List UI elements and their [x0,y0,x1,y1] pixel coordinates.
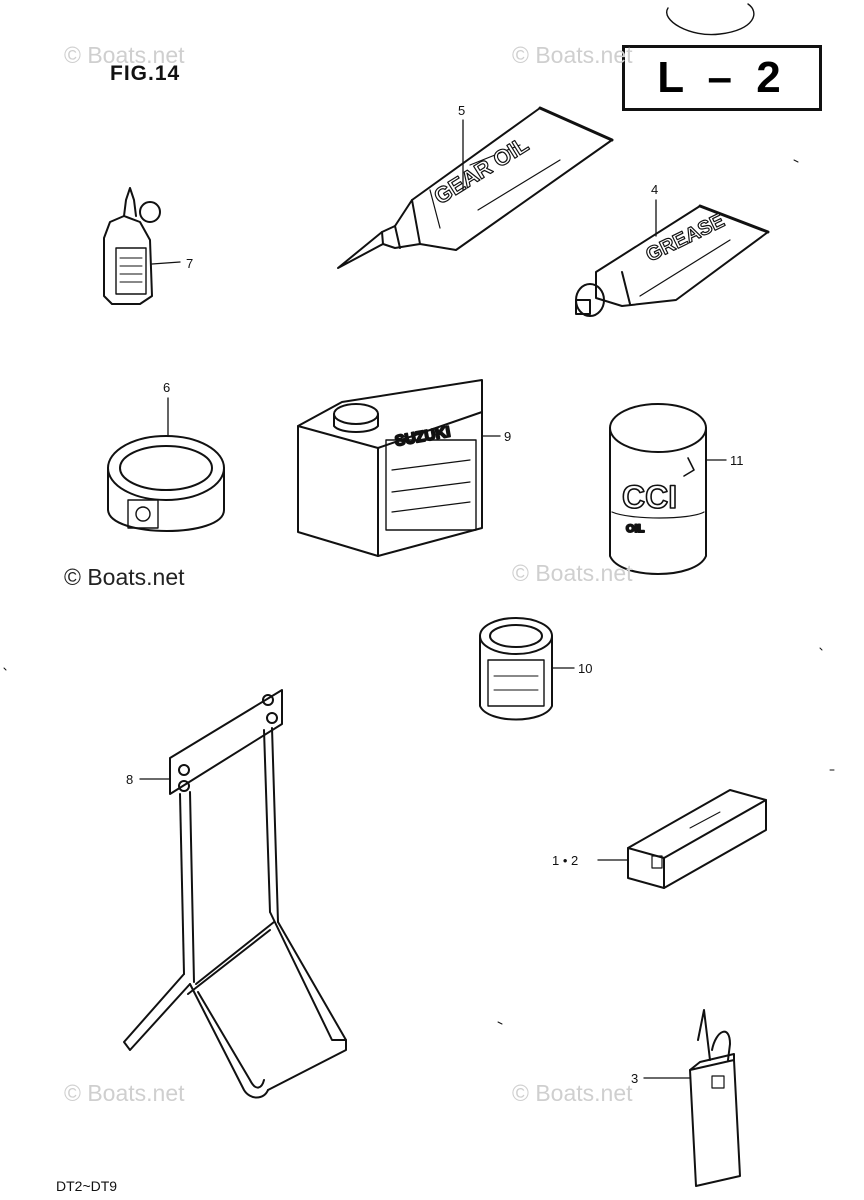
callout-6: 6 [163,380,170,395]
callout-1-2: 1 • 2 [552,853,578,868]
oil-bottle [103,187,161,305]
cci-text: CCI [622,479,677,515]
speckles [3,159,835,1025]
callout-10: 10 [578,661,592,676]
cci-oil-can [609,403,707,575]
cci-oil-text: OIL [626,523,645,535]
callout-7: 7 [186,256,193,271]
paint-can [479,617,553,721]
callout-3: 3 [631,1071,638,1086]
tool-box [627,789,767,889]
callout-labels: 5 4 7 6 9 11 10 8 1 • 2 3 [126,103,744,1086]
tool-pouch [689,1009,741,1187]
leader-lines [139,119,727,1079]
motor-stand [123,689,347,1099]
grease-tube [575,204,770,317]
callout-8: 8 [126,772,133,787]
watermark-bottom-left: © Boats.net [64,1080,185,1106]
figure-label: FIG.14 [110,62,181,85]
watermark-top-left: © Boats.net [64,42,185,68]
watermark-bottom-center: © Boats.net [512,1080,633,1106]
callout-9: 9 [504,429,511,444]
watermark-top-center: © Boats.net [512,42,633,68]
model-range-footer: DT2~DT9 [56,1178,118,1194]
callout-11: 11 [730,453,744,468]
watermark-middle-left: © Boats.net [64,564,185,590]
corner-scribble [666,3,755,36]
callout-4: 4 [651,182,658,197]
callout-5: 5 [458,103,465,118]
gear-oil-tube [337,106,614,269]
watermark-middle-center: © Boats.net [512,560,633,586]
gear-oil-text: GEAR OIL [429,132,532,210]
section-badge: L – 2 [622,45,822,111]
oil-can-rect [297,379,483,557]
suzuki-can-text: SUZUKI [394,424,452,450]
round-tin [107,435,225,532]
